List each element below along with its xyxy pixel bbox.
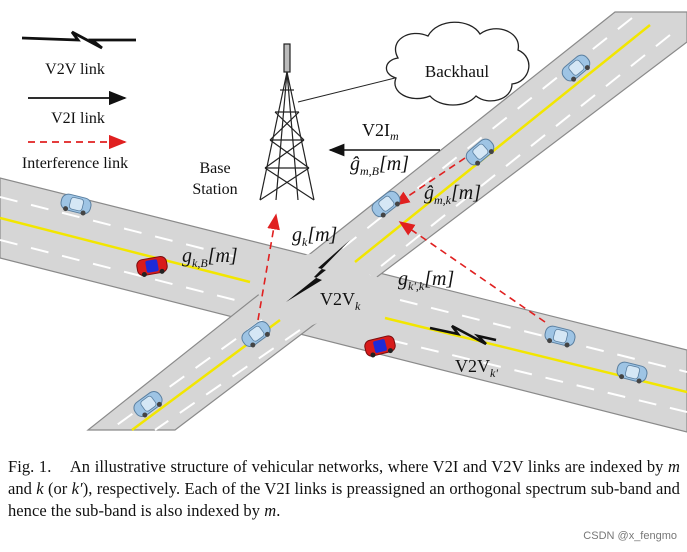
caption-math-m: m xyxy=(668,457,681,476)
backhaul-label: Backhaul xyxy=(425,62,489,81)
caption-text-1: An illustrative structure of vehicular n… xyxy=(69,457,669,476)
horizontal-center-line xyxy=(0,216,251,284)
label-g-kprime-k: gk',k[m] xyxy=(398,268,454,293)
v2v-kprime-lightning xyxy=(429,324,497,346)
interference-arrow-to-bs xyxy=(257,213,280,321)
legend-v2v-symbol xyxy=(21,30,136,50)
label-v2i-m: V2Im xyxy=(362,120,399,143)
caption-text-3: (or xyxy=(43,479,72,498)
legend: V2V link V2I link Interference link xyxy=(21,30,136,172)
backhaul-link xyxy=(297,77,396,103)
label-v2v-k: V2Vk xyxy=(320,289,361,313)
legend-v2v-label: V2V link xyxy=(45,61,105,78)
interference-arrow-kprime-k xyxy=(398,221,546,323)
caption-math-k: k xyxy=(36,479,44,498)
label-g-k: gk[m] xyxy=(292,224,337,249)
caption-math-kprime: k′ xyxy=(71,479,83,498)
label-g-kB: gk,B[m] xyxy=(182,245,238,270)
interference-arrow-mk xyxy=(393,157,466,206)
legend-interference-label: Interference link xyxy=(22,155,128,172)
network-diagram: Backhaul Base Station V2V link V2I link … xyxy=(0,11,687,433)
base-station-tower xyxy=(259,43,315,201)
caption-text-2: and xyxy=(8,479,37,498)
label-g-hat-mB: ĝm,B[m] xyxy=(350,153,409,178)
label-g-hat-mk: ĝm,k[m] xyxy=(424,182,481,207)
figure-caption: Fig. 1. An illustrative structure of veh… xyxy=(8,456,680,522)
caption-text-5: . xyxy=(276,501,281,520)
label-v2v-kprime: V2Vk' xyxy=(455,356,498,380)
caption-math-m2: m xyxy=(264,501,277,520)
caption-fig-number: Fig. 1. xyxy=(8,457,52,476)
v2v-k-lightning xyxy=(286,240,350,302)
interference-links xyxy=(257,157,546,323)
watermark: CSDN @x_fengmo xyxy=(583,530,677,542)
base-station-label-line1: Base xyxy=(199,160,230,177)
caption-text-4: ), respectively. Each of the V2I links i… xyxy=(8,479,680,520)
legend-v2i-label: V2I link xyxy=(51,110,105,127)
base-station-label-line2: Station xyxy=(192,181,237,198)
roads xyxy=(0,11,687,433)
backhaul-cloud: Backhaul xyxy=(385,21,530,106)
